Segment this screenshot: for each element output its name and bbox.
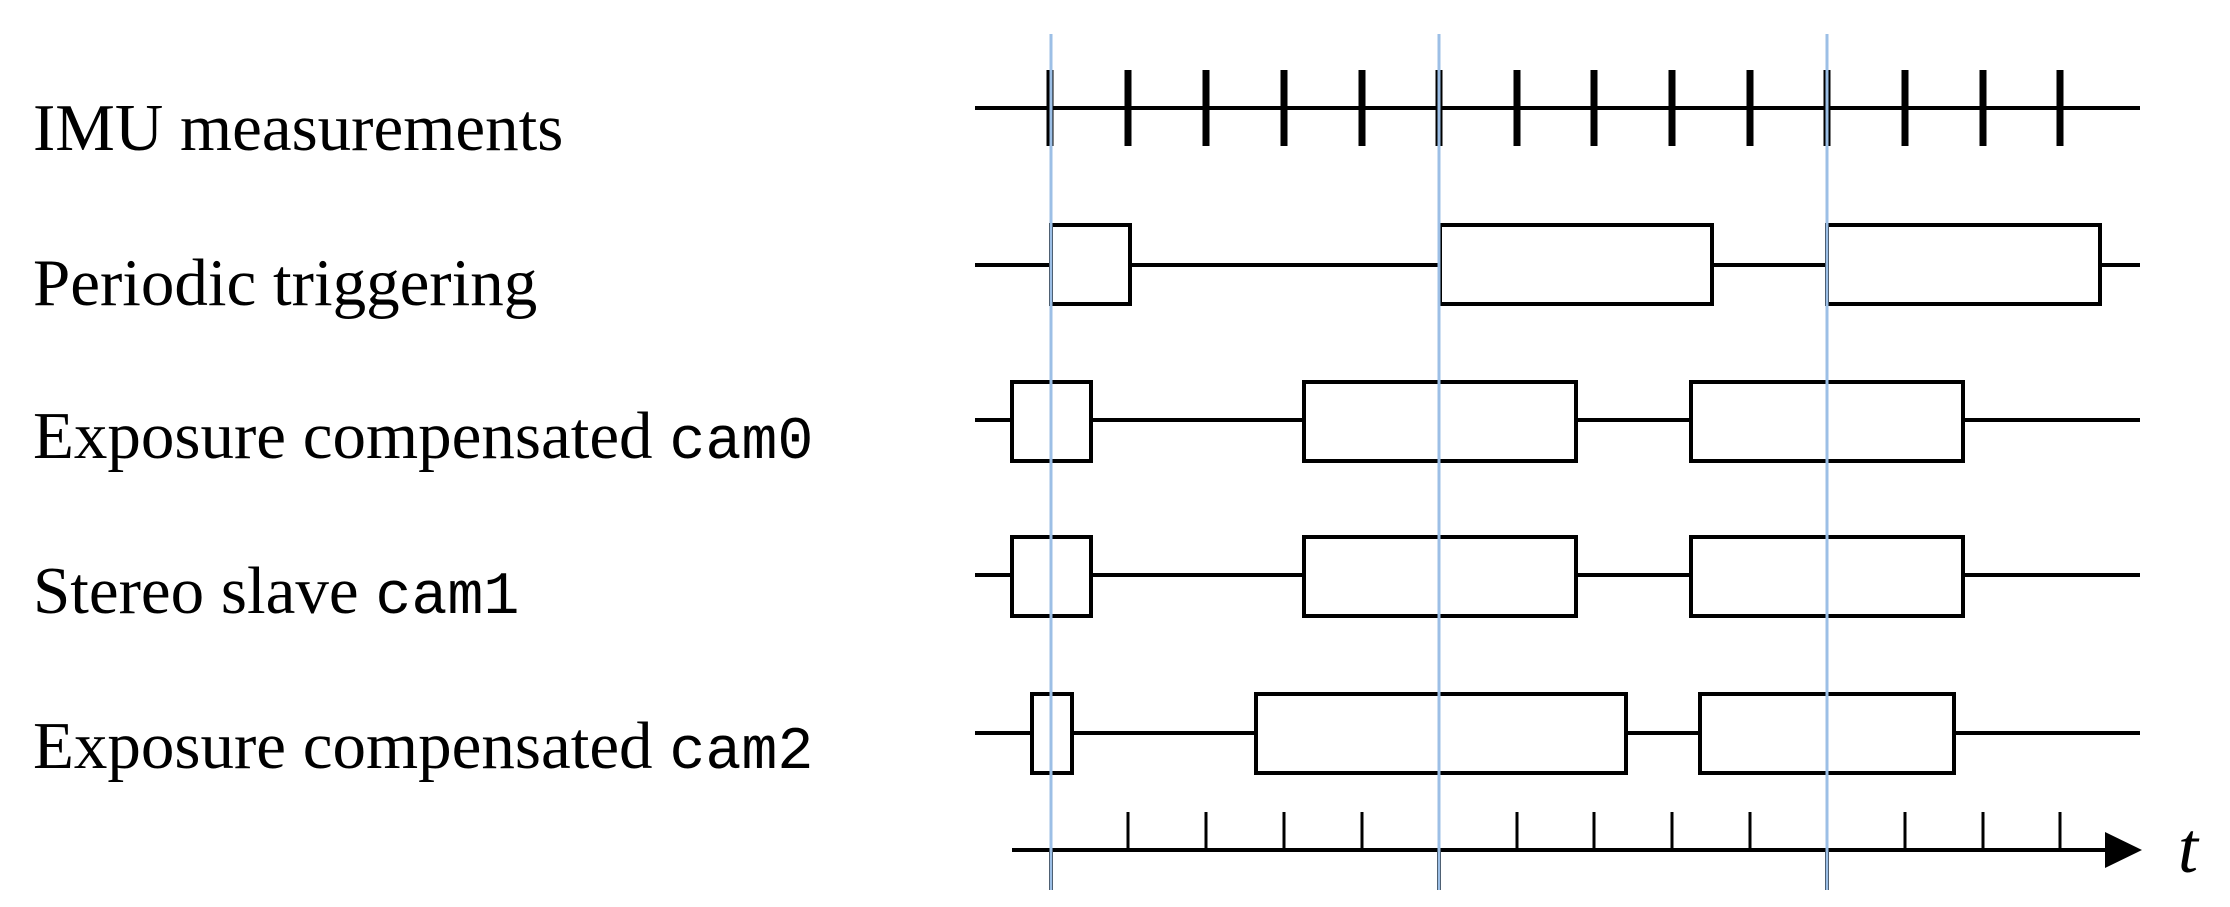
row-label-imu: IMU measurements (33, 91, 563, 165)
row-label-cam2: Exposure compensated cam2 (33, 709, 813, 787)
cam1-timeline (975, 535, 2140, 618)
trigger-pulse (1049, 223, 1132, 306)
trigger-pulse (1438, 223, 1714, 306)
trigger-pulse (1825, 223, 2102, 306)
cam2-timeline (975, 692, 2140, 775)
cam2-exposure (1254, 692, 1628, 775)
time-axis-arrowhead (2105, 832, 2142, 868)
row-label-trigger: Periodic triggering (33, 246, 537, 320)
time-axis-label: t (2178, 808, 2200, 888)
trigger-timeline (975, 223, 2140, 306)
row-label-cam0: Exposure compensated cam0 (33, 399, 813, 477)
sync-lines (1049, 34, 1829, 890)
cam0-timeline (975, 380, 2140, 463)
row-label-cam1: Stereo slave cam1 (33, 554, 519, 632)
imu-timeline (975, 70, 2140, 146)
time-axis: t (1012, 808, 2200, 890)
